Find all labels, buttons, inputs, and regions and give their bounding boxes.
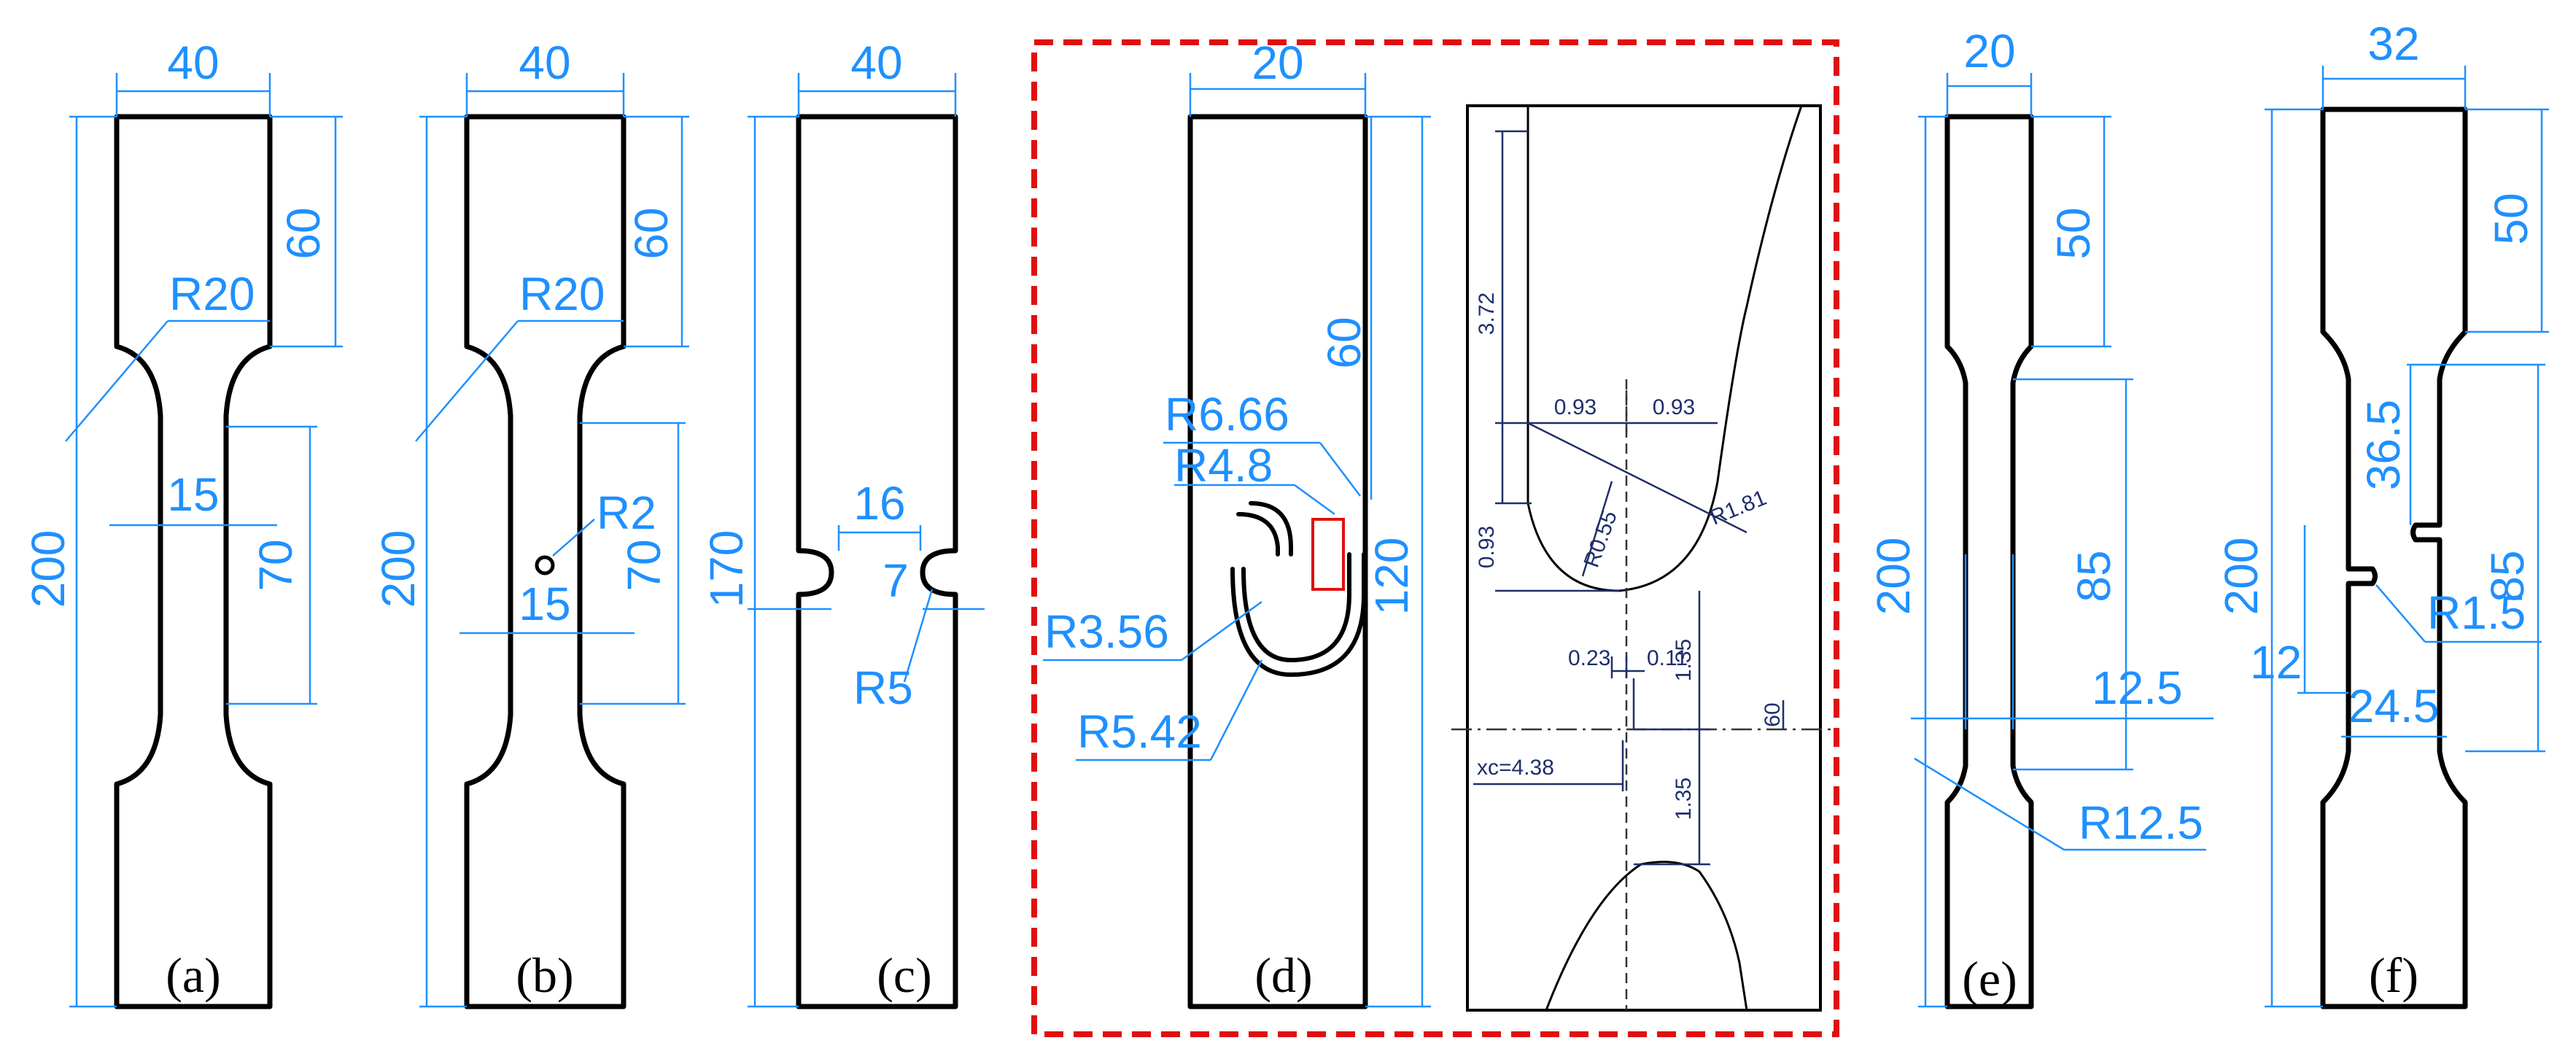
dim-length-d: 120 bbox=[1365, 538, 1418, 616]
dim-radius-a: R20 bbox=[169, 268, 255, 320]
detail-xc: xc=4.38 bbox=[1477, 756, 1554, 780]
detail-d1: 3.72 bbox=[1475, 292, 1499, 335]
dim-r1-d: R6.66 bbox=[1165, 388, 1289, 441]
detail-d8: 1.35 bbox=[1672, 778, 1696, 820]
dim-r2-d: R4.8 bbox=[1174, 439, 1273, 492]
dim-width-d: 20 bbox=[1252, 36, 1303, 89]
panel-b: 40 200 60 R20 R2 15 70 (b) bbox=[372, 36, 689, 1009]
dim-grip-a: 60 bbox=[277, 207, 330, 259]
dim-notch-radius-c: R5 bbox=[853, 662, 913, 714]
dim-gauge-width-a: 15 bbox=[167, 468, 219, 521]
detail-lower-tooth bbox=[1545, 861, 1748, 1011]
detail-d6: 0.11 bbox=[1647, 646, 1688, 670]
dim-gauge-length-a: 70 bbox=[249, 539, 302, 591]
specimen-d-outline bbox=[1187, 114, 1368, 1009]
panel-label-a: (a) bbox=[166, 947, 220, 1003]
highlight-frame bbox=[1031, 39, 1839, 1037]
dim-upper-f: 36.5 bbox=[2357, 400, 2410, 491]
panel-d: 20 120 60 R6.66 R4.8 R3.56 R5.42 (d) bbox=[1043, 36, 1431, 1009]
dim-radius-b: R20 bbox=[519, 268, 605, 320]
dim-gauge-width-e: 12.5 bbox=[2092, 662, 2183, 714]
dim-length-f: 200 bbox=[2215, 538, 2267, 616]
detail-d2: 0.93 bbox=[1475, 526, 1499, 568]
dim-r4-d: R5.42 bbox=[1077, 705, 1202, 758]
detail-angle: 60 bbox=[1761, 702, 1785, 726]
dim-grip-f: 50 bbox=[2485, 193, 2537, 244]
panel-e: 20 200 50 85 12.5 R12.5 (e) bbox=[1867, 25, 2214, 1009]
specimen-e-outline bbox=[1944, 114, 2034, 1009]
detail-frame bbox=[1466, 104, 1822, 1012]
panel-label-f: (f) bbox=[2369, 947, 2418, 1003]
dim-gauge-length-f: 85 bbox=[2481, 550, 2534, 602]
detail-upper-tooth bbox=[1526, 105, 1803, 592]
panel-f: 32 200 50 36.5 85 R1.5 12 24.5 (f) bbox=[2215, 18, 2549, 1009]
panel-label-c: (c) bbox=[877, 947, 931, 1003]
dim-notch-depth-f: 12 bbox=[2250, 636, 2302, 689]
panel-a: 40 200 60 R20 15 70 (a) bbox=[22, 36, 343, 1009]
dim-hole-radius-b: R2 bbox=[597, 486, 656, 539]
detail-box bbox=[1311, 518, 1345, 591]
dim-gauge-length-e: 85 bbox=[2068, 550, 2120, 602]
detail-d4: 0.93 bbox=[1653, 395, 1695, 419]
dim-width-f: 32 bbox=[2367, 18, 2419, 70]
detail-r-small: R0.55 bbox=[1580, 508, 1622, 571]
dim-notch-gap-c: 16 bbox=[853, 477, 905, 530]
dim-grip-e: 50 bbox=[2047, 207, 2100, 259]
dim-grip-b: 60 bbox=[625, 207, 678, 259]
panel-label-b: (b) bbox=[516, 947, 573, 1003]
dim-width-b: 40 bbox=[519, 36, 570, 89]
dim-length-c: 170 bbox=[700, 530, 753, 608]
center-hole-b bbox=[535, 555, 555, 575]
dim-ligament-f: 24.5 bbox=[2348, 680, 2440, 732]
dim-length-b: 200 bbox=[372, 530, 424, 608]
dim-width-e: 20 bbox=[1963, 25, 2015, 77]
panel-label-e: (e) bbox=[1962, 951, 2017, 1007]
specimen-b-outline bbox=[464, 114, 626, 1009]
detail-d5: 0.23 bbox=[1568, 646, 1610, 670]
dim-radius-e: R12.5 bbox=[2079, 796, 2203, 849]
dim-width-a: 40 bbox=[167, 36, 219, 89]
detail-d7: 1.35 bbox=[1672, 639, 1696, 681]
panel-label-d: (d) bbox=[1254, 947, 1312, 1003]
specimen-f-outline bbox=[2320, 106, 2468, 1009]
detail-d3: 0.93 bbox=[1554, 395, 1597, 419]
dim-width-c: 40 bbox=[850, 36, 902, 89]
dim-r3-d: R3.56 bbox=[1044, 605, 1169, 658]
dim-gauge-length-b: 70 bbox=[618, 539, 670, 591]
dim-length-e: 200 bbox=[1867, 538, 1920, 616]
specimen-a-outline bbox=[114, 114, 273, 1009]
detail-view: 3.72 0.93 0.93 0.93 R1.81 R0.55 0.23 0.1… bbox=[1451, 104, 1831, 1012]
dim-gauge-width-b: 15 bbox=[519, 578, 570, 630]
panel-c: 40 170 16 7 R5 (c) bbox=[700, 36, 985, 1009]
specimen-d-slit bbox=[1230, 501, 1366, 677]
specimen-c-outline bbox=[796, 114, 958, 1009]
dim-grip-d: 60 bbox=[1318, 317, 1370, 368]
dim-ligament-c: 7 bbox=[882, 554, 909, 607]
dim-notch-radius-f: R1.5 bbox=[2427, 586, 2526, 639]
dim-length-a: 200 bbox=[22, 530, 74, 608]
